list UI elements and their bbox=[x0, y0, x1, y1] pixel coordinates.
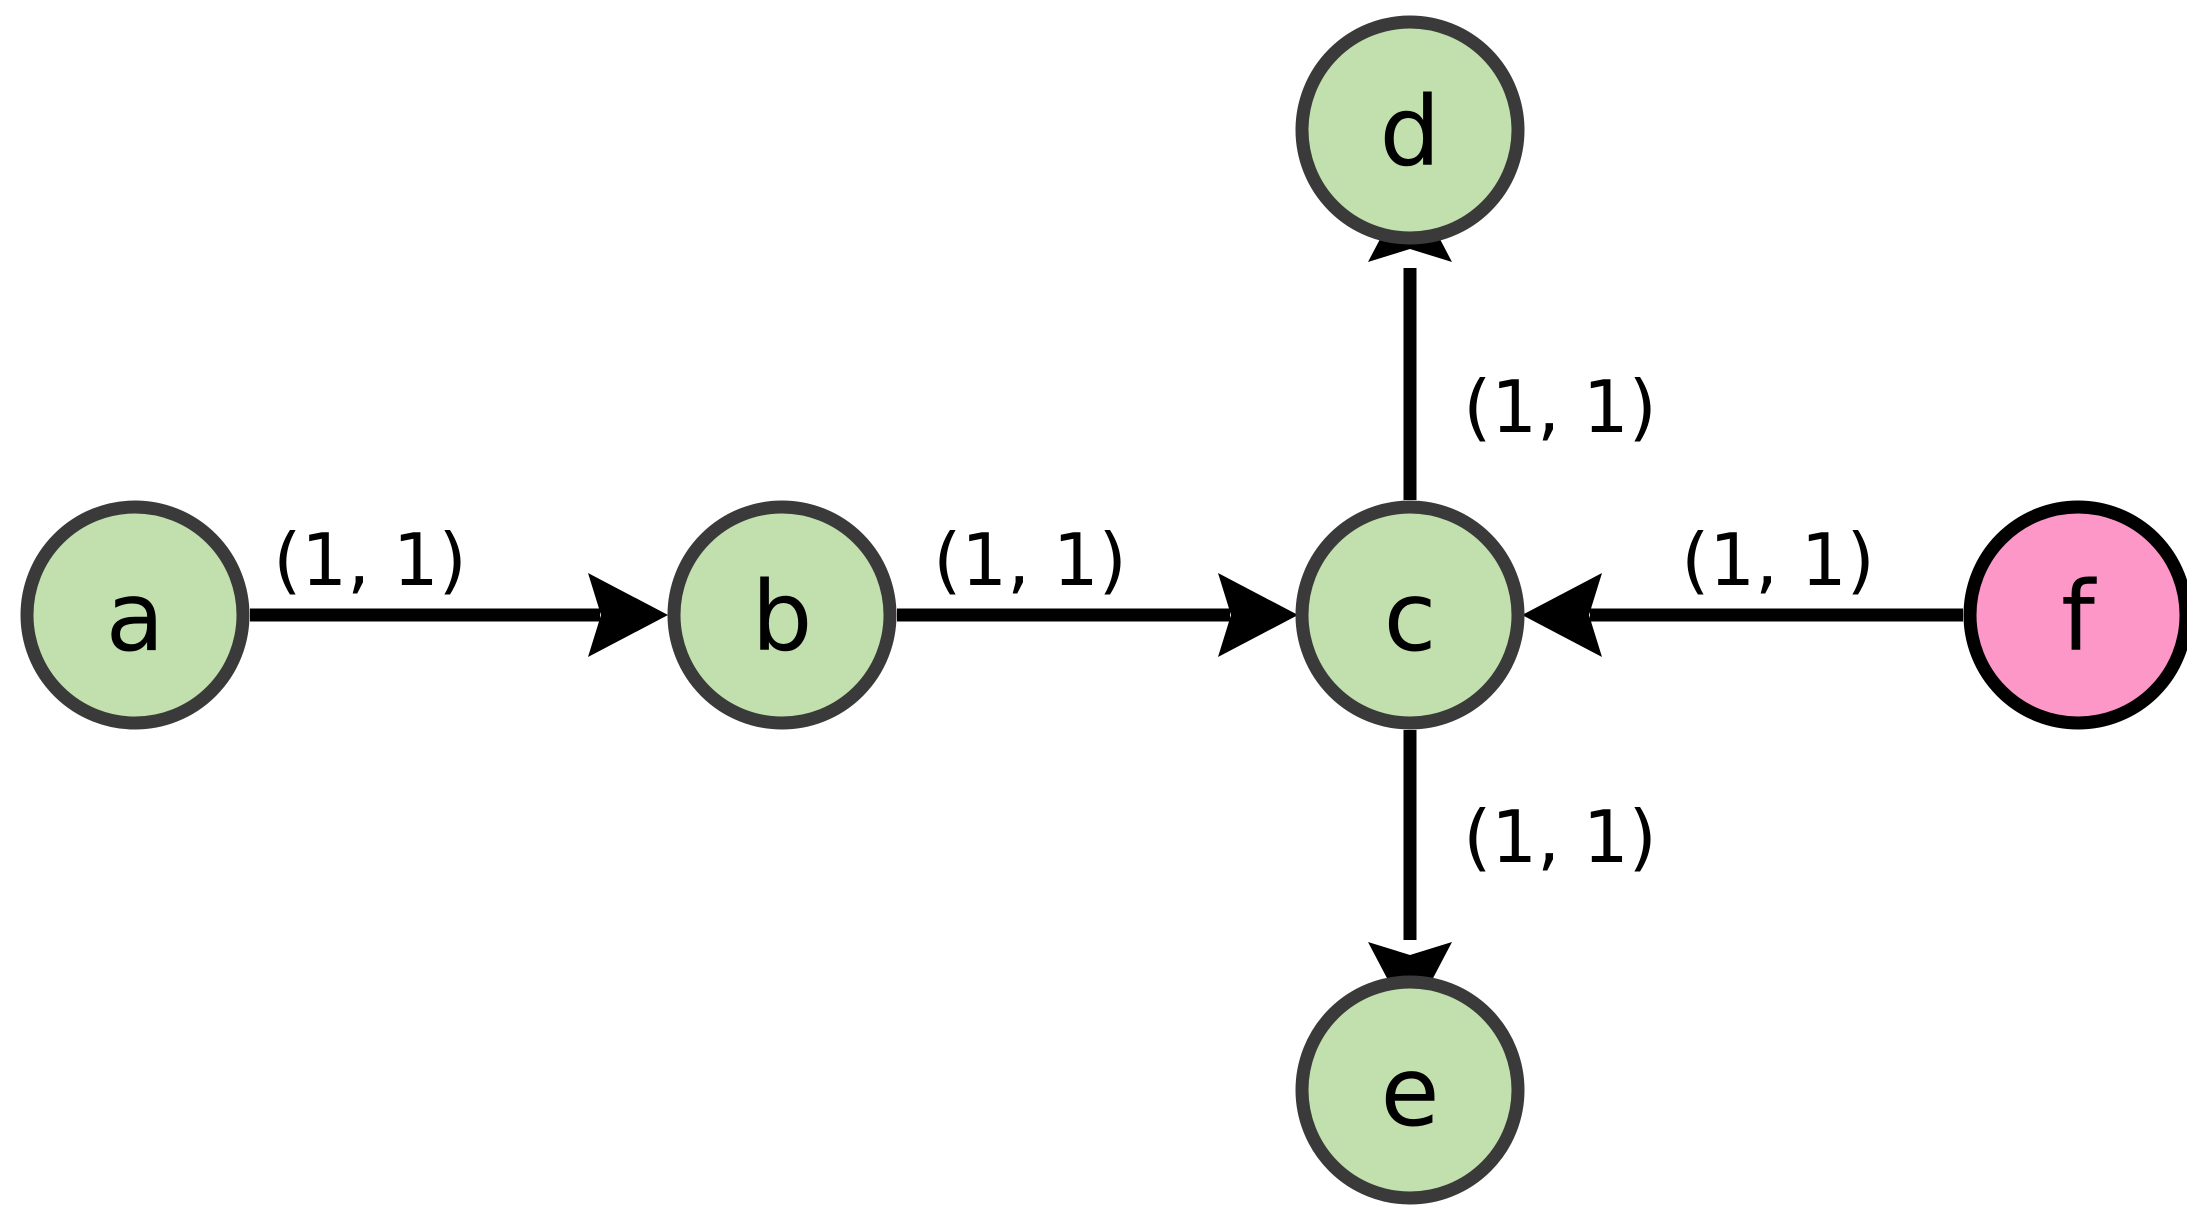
node-b-circle bbox=[667, 500, 897, 730]
edge-a-b[interactable]: (1, 1) bbox=[250, 518, 668, 657]
edge-b-c-label: (1, 1) bbox=[933, 518, 1127, 602]
edge-a-b-label: (1, 1) bbox=[273, 518, 467, 602]
node-a-circle bbox=[20, 500, 250, 730]
node-c[interactable]: c bbox=[1295, 500, 1525, 730]
edge-a-b-arrowhead bbox=[588, 573, 668, 657]
node-d-circle bbox=[1295, 15, 1525, 245]
edge-b-c[interactable]: (1, 1) bbox=[897, 518, 1298, 657]
edge-f-c[interactable]: (1, 1) bbox=[1522, 518, 1963, 657]
node-f-circle bbox=[1963, 500, 2187, 730]
node-b[interactable]: b bbox=[667, 500, 897, 730]
edge-c-e-label: (1, 1) bbox=[1463, 795, 1657, 879]
edge-f-c-label: (1, 1) bbox=[1681, 518, 1875, 602]
node-c-circle bbox=[1295, 500, 1525, 730]
edge-f-c-arrowhead bbox=[1522, 573, 1602, 657]
node-f[interactable]: f bbox=[1963, 500, 2187, 730]
node-a[interactable]: a bbox=[20, 500, 250, 730]
edge-c-d-label: (1, 1) bbox=[1463, 365, 1657, 449]
edge-b-c-arrowhead bbox=[1218, 573, 1298, 657]
node-d[interactable]: d bbox=[1295, 15, 1525, 245]
node-e[interactable]: e bbox=[1295, 975, 1525, 1205]
node-e-circle bbox=[1295, 975, 1525, 1205]
edge-layer: (1, 1) (1, 1) (1, 1) (1, 1) bbox=[250, 182, 1963, 1022]
